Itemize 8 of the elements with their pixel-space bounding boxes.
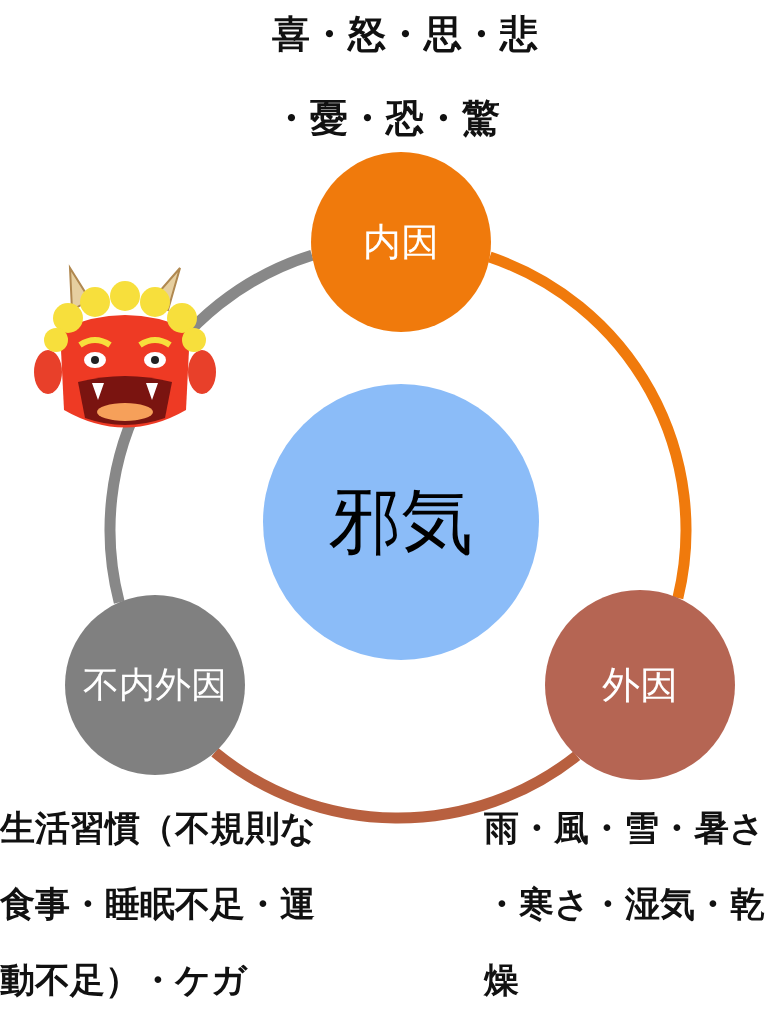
- circle-label: 邪気: [329, 478, 473, 565]
- circle-label: 外因: [602, 661, 678, 709]
- circle-label: 内因: [363, 218, 439, 266]
- cause-examples: 喜・怒・思・悲・憂・恐・驚: [272, 10, 539, 142]
- cause-examples: 雨・風・雪・暑さ・寒さ・湿気・乾燥: [484, 806, 766, 1002]
- ring-arc: [211, 747, 580, 824]
- ring-arc: [487, 251, 692, 599]
- circle-label: 不内外因: [83, 662, 227, 707]
